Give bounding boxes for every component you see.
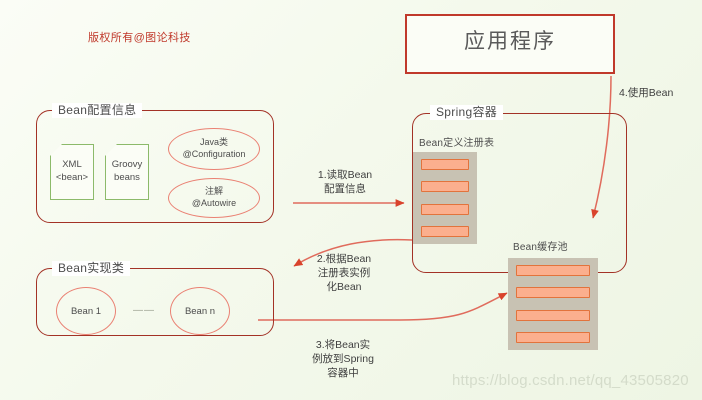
annotation-autowire-ellipse: 注解 @Autowire	[168, 178, 260, 218]
step-4-label: 4.使用Bean	[619, 87, 674, 99]
stack-bar	[421, 181, 469, 193]
stack-bar	[421, 203, 469, 215]
bean-implementation-title: Bean实现类	[52, 261, 131, 276]
xml-bean-document-label: XML <bean>	[55, 159, 89, 183]
arrow-step-3	[258, 292, 508, 321]
bean-separator: ——	[133, 305, 155, 316]
bean-cache-pool-stack	[508, 258, 598, 350]
stack-bar	[516, 331, 590, 343]
application-program-box	[405, 14, 615, 74]
stack-bar	[421, 225, 469, 237]
bean-first-circle: Bean 1	[56, 287, 116, 335]
stack-bar	[516, 265, 590, 276]
bean-last-circle: Bean n	[170, 287, 230, 335]
groovy-beans-document: Groovy beans	[105, 144, 149, 200]
bean-config-title: Bean配置信息	[52, 103, 143, 118]
bean-implementation-section	[36, 268, 274, 336]
step-1-label: 1.读取Bean 配置信息	[317, 169, 373, 196]
stack-bar	[516, 309, 590, 321]
application-program-label: 应用程序	[464, 30, 556, 53]
bean-config-section	[36, 110, 274, 223]
step-3-label: 3.将Bean实 例放到Spring 容器中	[312, 339, 374, 380]
stack-bar	[421, 159, 469, 170]
bean-cache-pool-label: Bean缓存池	[513, 242, 568, 253]
step-2-label: 2.根据Bean 注册表实例 化Bean	[316, 253, 372, 294]
groovy-beans-document-label: Groovy beans	[111, 159, 143, 183]
watermark-text: https://blog.csdn.net/qq_43505820	[452, 372, 689, 389]
xml-bean-document: XML <bean>	[50, 144, 94, 200]
bean-definition-registry-stack	[413, 152, 477, 244]
spring-container-title: Spring容器	[430, 105, 504, 120]
bean-definition-registry-label: Bean定义注册表	[419, 138, 495, 149]
java-configuration-ellipse: Java类 @Configuration	[168, 128, 260, 170]
stack-bar	[516, 287, 590, 299]
copyright-text: 版权所有@图论科技	[88, 32, 191, 44]
